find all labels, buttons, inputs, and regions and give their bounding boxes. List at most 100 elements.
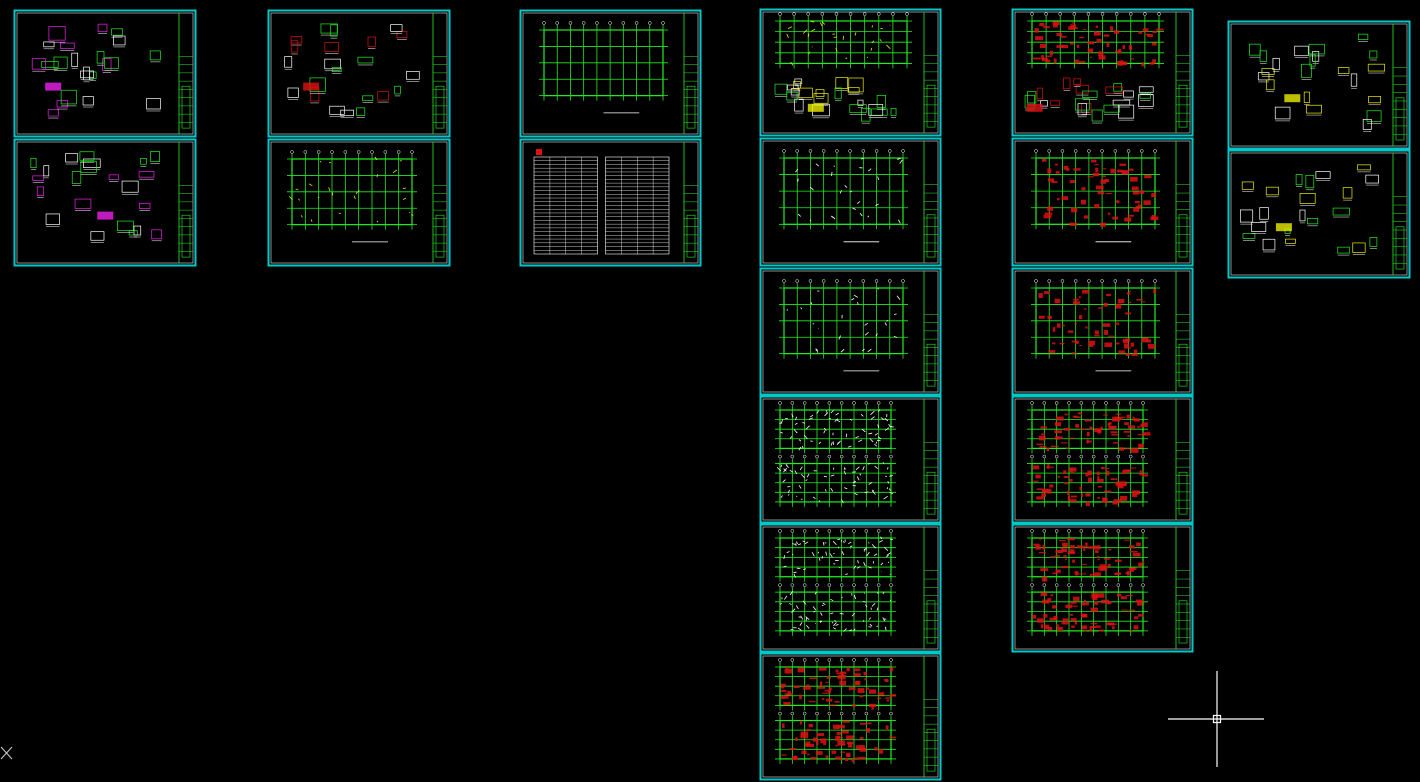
annotation-mark: [392, 169, 398, 174]
annotation-mark: [865, 604, 868, 608]
rebar-mark: [1089, 573, 1093, 577]
annotation-mark: [882, 461, 885, 464]
detail-drawing: [36, 186, 44, 197]
drawing-sheet[interactable]: [1227, 20, 1411, 150]
axis-bubble: [876, 658, 881, 662]
annotation-mark: [857, 560, 859, 564]
detail-drawing: [1305, 104, 1322, 114]
annotation-mark: [862, 619, 865, 622]
rebar-mark: [1084, 630, 1087, 632]
axis-bubble: [815, 454, 819, 459]
axis-bubble: [1113, 149, 1118, 153]
rebar-mark: [822, 692, 830, 694]
axis-bubble: [815, 401, 819, 405]
drawing-sheet[interactable]: [519, 138, 702, 267]
detail-drawing: [1241, 181, 1254, 190]
detail-drawing: [1367, 63, 1385, 72]
detail-drawing: [121, 180, 139, 193]
axis-bubble: [1058, 12, 1062, 16]
rebar-mark: [1063, 476, 1070, 479]
detail-drawing: [1352, 242, 1366, 253]
sheet-inner-border: [16, 12, 194, 135]
rebar-mark: [1146, 339, 1151, 343]
annotation-mark: [300, 215, 303, 218]
drawing-sheet[interactable]: [759, 267, 942, 396]
rebar-mark: [1103, 330, 1109, 335]
detail-drawing: [1242, 233, 1256, 239]
drawing-sheet[interactable]: [13, 138, 197, 267]
drawing-sheet[interactable]: [1011, 137, 1194, 267]
rebar-mark: [1072, 559, 1075, 563]
drawing-sheet[interactable]: [267, 138, 451, 267]
rebar-mark: [1132, 490, 1140, 495]
axis-bubble: [581, 21, 586, 25]
annotation-mark: [783, 555, 786, 559]
rebar-mark: [1116, 200, 1120, 204]
axis-bubble: [901, 279, 905, 283]
drawing-sheet[interactable]: [759, 395, 942, 524]
drawing-sheet[interactable]: [1011, 8, 1194, 137]
annotation-mark: [797, 213, 801, 217]
drawing-sheet[interactable]: [759, 652, 942, 781]
annotation-mark: [780, 419, 784, 424]
sheet-inner-border: [270, 12, 448, 135]
drawing-sheet[interactable]: [519, 9, 702, 138]
annotation-mark: [851, 298, 855, 301]
annotation-mark: [787, 489, 790, 494]
detail-drawing: [138, 171, 155, 178]
drawing-sheet[interactable]: [759, 8, 942, 137]
title-block-stamp: [686, 85, 696, 129]
rebar-mark: [1040, 568, 1049, 571]
drawing-sheet[interactable]: [1011, 523, 1194, 653]
rebar-mark: [1095, 185, 1104, 190]
rebar-mark: [1112, 501, 1118, 505]
axis-bubble: [852, 454, 856, 459]
axis-bubble: [864, 583, 869, 587]
detail-drawing: [1272, 57, 1280, 71]
rebar-mark: [835, 669, 839, 673]
detail-drawing: [1357, 33, 1369, 40]
annotation-mark: [885, 320, 889, 322]
axis-bubble: [383, 150, 388, 154]
detail-drawing: [406, 71, 420, 80]
axis-bubble: [827, 454, 832, 459]
annotation-mark: [797, 627, 802, 631]
rebar-mark: [1087, 470, 1092, 476]
rebar-mark: [1081, 625, 1088, 630]
axis-bubble: [1116, 529, 1121, 533]
rebar-mark: [1103, 302, 1108, 307]
annotation-mark: [829, 553, 833, 558]
rebar-mark: [1052, 327, 1056, 332]
rebar-mark: [1141, 62, 1145, 67]
detail-drawing: [45, 213, 60, 225]
axis-bubble: [876, 401, 881, 405]
drawing-sheet[interactable]: [1227, 149, 1411, 279]
detail-drawing: [1342, 187, 1353, 199]
rebar-mark: [783, 702, 791, 706]
axis-bubble: [1100, 279, 1104, 283]
detail-drawing: [74, 198, 92, 209]
drawing-sheet[interactable]: [1011, 267, 1194, 396]
axis-bubble: [1091, 529, 1096, 533]
rebar-mark: [1055, 549, 1064, 554]
axis-bubble: [1042, 401, 1047, 405]
axis-bubble: [778, 711, 782, 716]
rebar-mark: [1079, 36, 1085, 39]
drawing-sheet[interactable]: [1011, 395, 1194, 524]
drawing-sheet[interactable]: [267, 9, 451, 138]
rebar-mark: [1139, 190, 1145, 194]
annotation-mark: [288, 196, 293, 200]
drawing-sheet[interactable]: [759, 523, 942, 653]
highlight-block: [807, 103, 824, 112]
drawing-sheet[interactable]: [759, 137, 942, 267]
annotation-mark: [793, 429, 798, 434]
axis-bubble: [876, 583, 881, 587]
drawing-sheet[interactable]: [13, 9, 197, 138]
rebar-mark: [867, 722, 872, 725]
rebar-mark: [819, 681, 823, 687]
detail-drawing: [290, 36, 303, 44]
axis-bubble: [815, 529, 819, 533]
annotation-mark: [843, 628, 847, 632]
rebar-mark: [1050, 594, 1054, 597]
